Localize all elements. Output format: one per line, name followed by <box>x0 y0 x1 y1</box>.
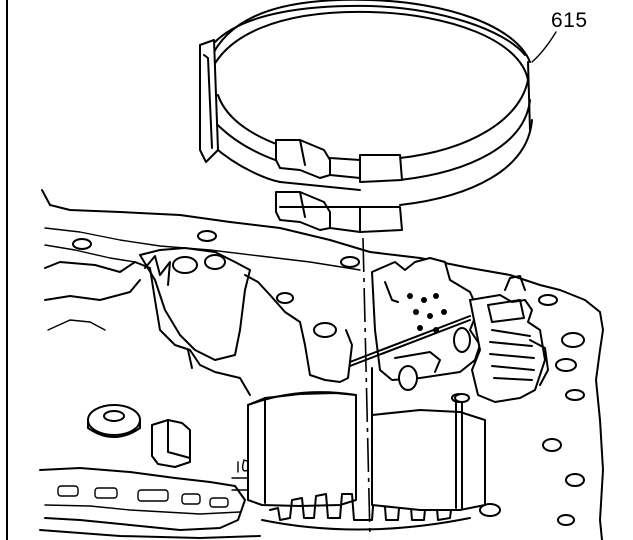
plate-hole <box>433 293 439 299</box>
thrust-washer-hole <box>103 410 125 422</box>
plate-hole <box>421 297 427 303</box>
bolt-hole <box>555 358 577 372</box>
boss-hole <box>204 254 226 270</box>
band-lug-lower-edge <box>299 191 306 218</box>
boss-hole <box>172 256 198 274</box>
band-connectors <box>279 181 361 233</box>
drum-right-face <box>371 409 486 511</box>
band-right-2 <box>399 99 531 181</box>
small-tab <box>187 349 193 369</box>
linkage-rod-edge <box>349 319 471 367</box>
band-inner-rim <box>204 10 529 91</box>
pin-block <box>151 419 191 468</box>
band-anchor-upper <box>359 154 403 183</box>
center-boss <box>139 247 251 361</box>
passage-line <box>44 504 241 515</box>
drum-shell-top <box>247 391 357 406</box>
passage-port <box>137 489 169 502</box>
band-ring-top <box>214 4 526 56</box>
transmission-case <box>39 189 604 540</box>
plate-hole <box>413 309 419 315</box>
boss-notch <box>144 255 171 286</box>
passage-port <box>181 493 201 505</box>
band-right-edge <box>527 61 531 131</box>
channel-web-left-3 <box>47 319 106 331</box>
plate-cutout <box>394 351 441 373</box>
bolt-hole <box>72 238 92 250</box>
servo-bracket <box>469 294 546 403</box>
plate-slot <box>398 365 418 391</box>
passage-port <box>57 485 79 497</box>
linkage-pin <box>454 393 470 403</box>
band-outer-rim <box>209 0 531 63</box>
passage-lower-left <box>39 467 246 531</box>
linkage-eye <box>453 327 471 353</box>
part-callout-label: 615 <box>551 9 588 32</box>
band-left-end-edge <box>203 54 213 149</box>
servo-coil <box>489 329 535 381</box>
linkage-rod <box>349 315 471 363</box>
bolt-hole <box>197 230 217 242</box>
band-right-1 <box>399 79 529 159</box>
bolt-hole <box>479 503 501 517</box>
band-lug-upper-edge <box>299 139 306 166</box>
thrust-washer-edge <box>87 419 141 438</box>
bolt-hole <box>561 332 585 348</box>
case-outline <box>41 189 604 540</box>
band-anchor-lower <box>359 206 403 233</box>
bolt-hole <box>565 473 585 487</box>
boss-wall <box>244 274 353 383</box>
case-flange-inner-2 <box>44 244 136 263</box>
plate-hole <box>441 309 447 315</box>
bolt-hole <box>542 438 562 452</box>
plate-hole <box>427 313 433 319</box>
channel-web-left-2 <box>44 279 141 301</box>
bolt-hole <box>313 322 337 338</box>
channel-web-left <box>44 261 251 396</box>
bolt-hole <box>557 514 575 526</box>
callout-leader-line <box>531 31 557 63</box>
passage-port <box>209 497 229 508</box>
case-bottom-edge <box>39 529 261 539</box>
servo-plate-edge <box>384 281 399 303</box>
drum-spline-base <box>261 517 471 531</box>
alignment-centerline <box>362 237 371 539</box>
bolt-hole <box>565 389 585 401</box>
band-lower-front-3 <box>211 144 281 183</box>
plate-hole <box>417 325 423 331</box>
passage-port <box>94 487 118 499</box>
servo-tab <box>504 275 526 291</box>
brake-band <box>199 0 533 233</box>
bolt-hole <box>538 294 558 306</box>
bolt-hole <box>340 256 360 268</box>
band-right-3 <box>399 119 533 206</box>
servo-cap <box>487 299 525 323</box>
pin-block-edge <box>167 419 191 459</box>
bolt-hole <box>276 292 294 304</box>
plate-hole <box>407 293 413 299</box>
servo-side <box>529 339 549 386</box>
